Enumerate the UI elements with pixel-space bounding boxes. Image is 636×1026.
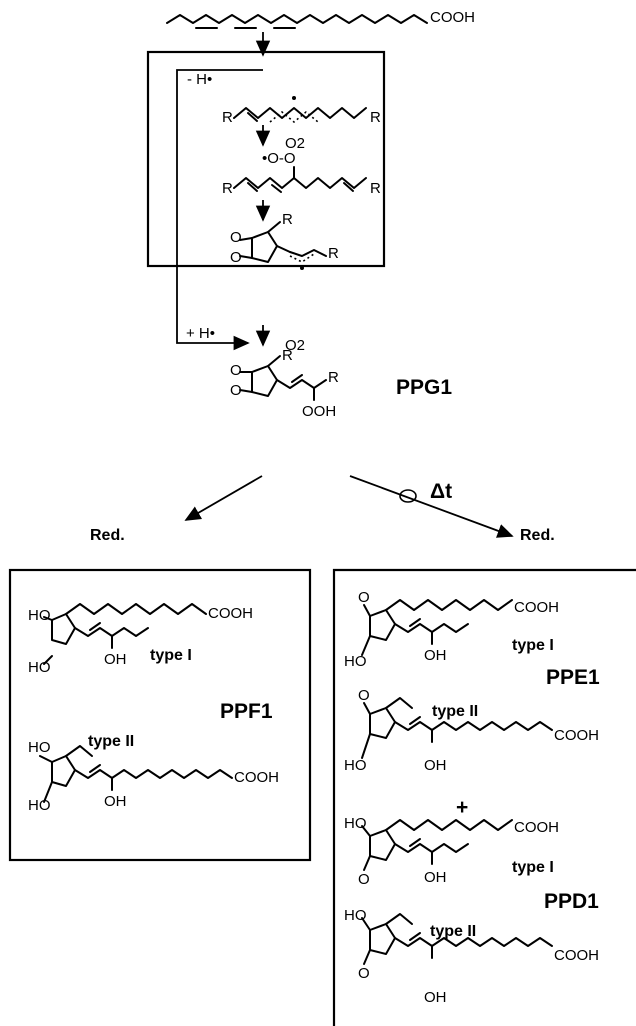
svg-text:•O-O: •O-O [262,150,296,167]
ppf1-label: PPF1 [220,700,273,723]
svg-text:OH: OH [104,793,127,810]
peroxyl-radical-structure: •O-O R R [222,150,381,197]
svg-text:R: R [282,211,293,228]
svg-text:O: O [358,871,370,888]
ppf1-type-ii-label: type II [88,733,134,750]
svg-text:O2: O2 [285,337,305,354]
svg-text:HO: HO [344,653,367,670]
svg-text:OOH: OOH [302,403,336,420]
ppf1-type-i-label: type I [150,647,192,664]
ppe1-ppd1-box [332,568,636,1026]
svg-text:R: R [328,369,339,386]
heat-icon [399,489,417,503]
linolenic-acid-structure: COOH [166,9,475,29]
ppd1-type-ii-structure: HO O OH COOH [344,907,599,1006]
recombination-label: + H• [186,325,215,342]
acid-group-label: COOH [430,9,475,26]
svg-text:R: R [222,109,233,126]
ppd1-type-ii-label: type II [430,923,476,940]
right-reduction-label: Red. [520,527,555,544]
svg-text:O: O [358,965,370,982]
svg-text:HO: HO [28,607,51,624]
svg-text:COOH: COOH [514,819,559,836]
svg-text:HO: HO [28,739,51,756]
svg-text:OH: OH [104,651,127,668]
right-branch-arrow [349,475,514,538]
svg-text:O: O [230,362,242,379]
svg-text:COOH: COOH [554,947,599,964]
ppe1-label: PPE1 [546,666,600,689]
endoperoxide-radical-structure: O O R R [230,211,339,270]
ppf1-type-i-structure: HO HO COOH OH [28,603,253,676]
ppf1-box [8,568,312,862]
svg-text:O: O [230,249,242,266]
svg-text:R: R [370,180,381,197]
svg-text:COOH: COOH [208,605,253,622]
ppd1-label: PPD1 [544,890,599,913]
ppf1-type-ii-structure: HO HO OH COOH [28,739,279,814]
svg-text:COOH: COOH [514,599,559,616]
svg-text:R: R [282,347,293,364]
svg-text:HO: HO [344,907,367,924]
svg-text:HO: HO [344,815,367,832]
ppe1-type-ii-structure: O HO OH COOH [344,687,599,774]
ppe1-type-i-structure: O HO COOH OH [344,589,559,670]
svg-text:OH: OH [424,989,447,1006]
svg-text:R: R [328,245,339,262]
svg-text:O: O [358,687,370,704]
ppe1-type-i-label: type I [512,637,554,654]
svg-text:O: O [230,382,242,399]
left-branch-arrow [184,475,263,521]
oxygen-label: O2 [285,135,305,152]
svg-text:HO: HO [28,797,51,814]
mechanism-box [146,50,386,268]
abstraction-label: - H• [187,71,212,88]
left-reduction-label: Red. [90,527,125,544]
svg-text:COOH: COOH [554,727,599,744]
ppd1-type-i-structure: HO O COOH OH [344,815,559,888]
ppg1-label: PPG1 [396,376,452,399]
svg-text:R: R [370,109,381,126]
heat-label: Δt [430,480,452,503]
svg-text:OH: OH [424,647,447,664]
hydrogen-loop-arrow [176,69,263,351]
pentadienyl-radical-structure: R R [222,96,381,126]
svg-text:HO: HO [344,757,367,774]
ppg1-structure: O O R R OOH [230,347,339,420]
ppd1-type-i-label: type I [512,859,554,876]
svg-text:O: O [358,589,370,606]
svg-text:COOH: COOH [234,769,279,786]
svg-text:O: O [230,229,242,246]
svg-text:R: R [222,180,233,197]
svg-text:OH: OH [424,757,447,774]
plus-sign: + [456,796,468,819]
ppe1-type-ii-label: type II [432,703,478,720]
svg-text:OH: OH [424,869,447,886]
